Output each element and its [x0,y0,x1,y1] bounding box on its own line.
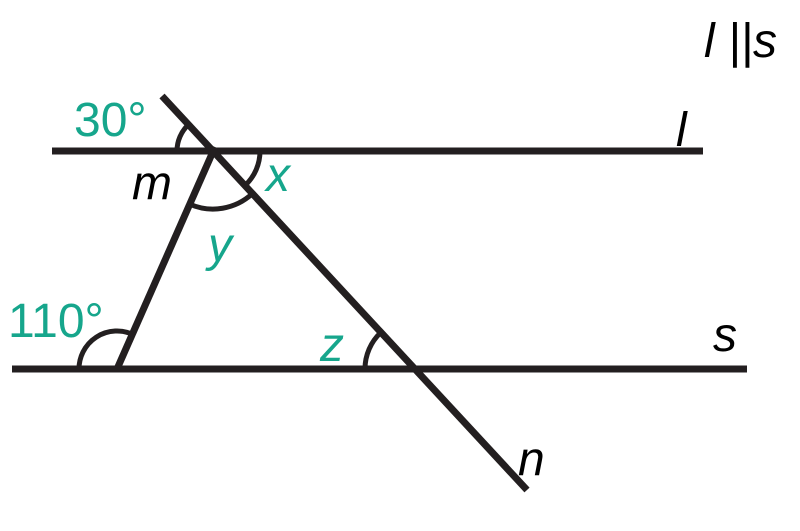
line-m [113,145,219,371]
line-l-label: l [676,104,687,157]
angle-y-label: y [208,219,232,272]
angle-z-label: z [320,319,344,372]
angle-110-label: 110° [8,295,104,348]
line-m-label: m [132,157,172,210]
line-n-label: n [518,433,545,486]
angle-x-label: x [266,149,290,202]
line-n [159,93,530,493]
angle-arc-y [188,191,255,212]
parallel-statement: l ||s [704,15,777,68]
angle-arc-z [362,330,383,370]
angle-arc-x [243,150,263,188]
angle-arc-30 [174,122,191,152]
line-s-label: s [713,309,737,362]
angle-arc-110 [76,328,134,370]
angle-30-label: 30° [74,94,147,147]
